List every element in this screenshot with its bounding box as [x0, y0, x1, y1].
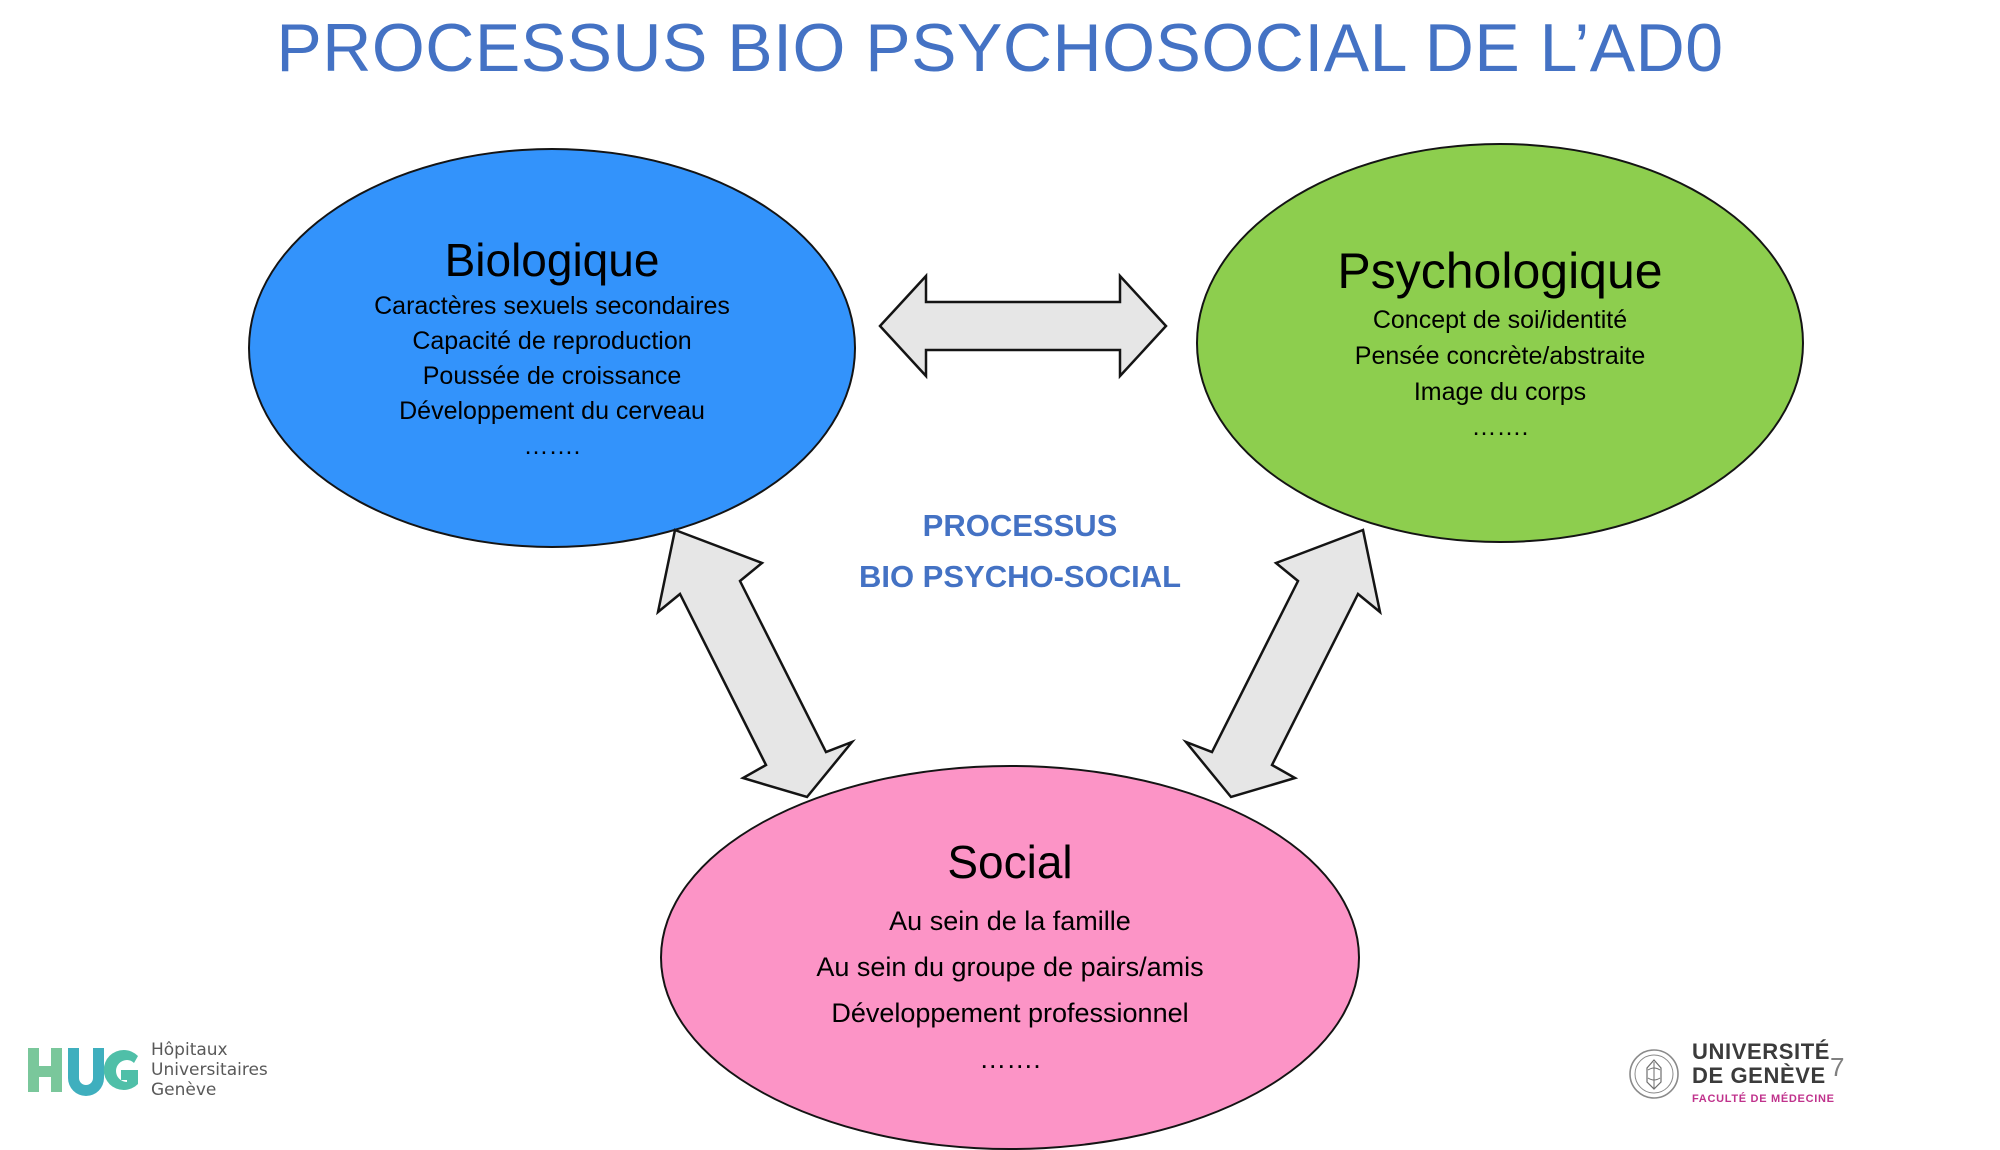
- hug-word-line-2: Universitaires: [151, 1060, 268, 1080]
- center-label-line-1: PROCESSUS: [922, 508, 1118, 543]
- node-social-title: Social: [947, 835, 1073, 888]
- hug-word-line-3: Genève: [151, 1080, 217, 1100]
- node-social-line-2: Au sein du groupe de pairs/amis: [816, 951, 1204, 982]
- node-social-line-1: Au sein de la famille: [889, 905, 1131, 936]
- node-psychologique-line-2: Pensée concrète/abstraite: [1354, 341, 1646, 370]
- hug-word-line-1: Hôpitaux: [151, 1040, 228, 1060]
- node-social-line-3: Développement professionnel: [831, 997, 1189, 1028]
- node-biologique-ellipsis: …….: [523, 431, 581, 460]
- node-psychologique[interactable]: Psychologique Concept de soi/identité Pe…: [1196, 143, 1804, 543]
- node-biologique-line-4: Développement du cerveau: [399, 396, 705, 425]
- node-biologique[interactable]: Biologique Caractères sexuels secondaire…: [248, 148, 856, 548]
- node-biologique-line-1: Caractères sexuels secondaires: [374, 291, 730, 320]
- node-biologique-line-2: Capacité de reproduction: [412, 326, 692, 355]
- unige-logo: UNIVERSITÉ DE GENÈVE FACULTÉ DE MÉDECINE: [1628, 1040, 1835, 1107]
- unige-wordmark: UNIVERSITÉ DE GENÈVE FACULTÉ DE MÉDECINE: [1692, 1040, 1835, 1107]
- unige-seal-icon: [1629, 1048, 1679, 1099]
- slide-canvas: PROCESSUS BIO PSYCHOSOCIAL DE L’AD0 Biol…: [28, 10, 1845, 1150]
- center-label: PROCESSUS BIO PSYCHO-SOCIAL: [790, 500, 1250, 602]
- hug-mark-icon: [28, 1048, 138, 1096]
- node-biologique-line-3: Poussée de croissance: [422, 361, 682, 390]
- unige-line-3: FACULTÉ DE MÉDECINE: [1692, 1093, 1835, 1105]
- node-psychologique-line-1: Concept de soi/identité: [1372, 305, 1628, 334]
- node-psychologique-title: Psychologique: [1337, 242, 1663, 299]
- double-arrow-diagonal-left-icon: [656, 528, 856, 799]
- unige-line-1: UNIVERSITÉ: [1692, 1039, 1831, 1064]
- node-psychologique-line-3: Image du corps: [1413, 377, 1587, 406]
- hug-wordmark: Hôpitaux Universitaires Genève: [151, 1040, 268, 1100]
- hug-logo: Hôpitaux Universitaires Genève: [28, 1040, 268, 1100]
- center-label-line-2: BIO PSYCHO-SOCIAL: [858, 559, 1182, 594]
- node-biologique-title: Biologique: [444, 233, 660, 286]
- double-arrow-diagonal-right-icon: [1182, 528, 1382, 799]
- double-arrow-horizontal-icon: [878, 272, 1168, 380]
- page-title: PROCESSUS BIO PSYCHOSOCIAL DE L’AD0: [276, 10, 1724, 86]
- node-social[interactable]: Social Au sein de la famille Au sein du …: [660, 765, 1360, 1150]
- page-number: 7: [1830, 1052, 1845, 1082]
- node-social-ellipsis: …….: [979, 1043, 1041, 1074]
- node-psychologique-ellipsis: …….: [1471, 412, 1529, 441]
- unige-line-2: DE GENÈVE: [1692, 1063, 1826, 1088]
